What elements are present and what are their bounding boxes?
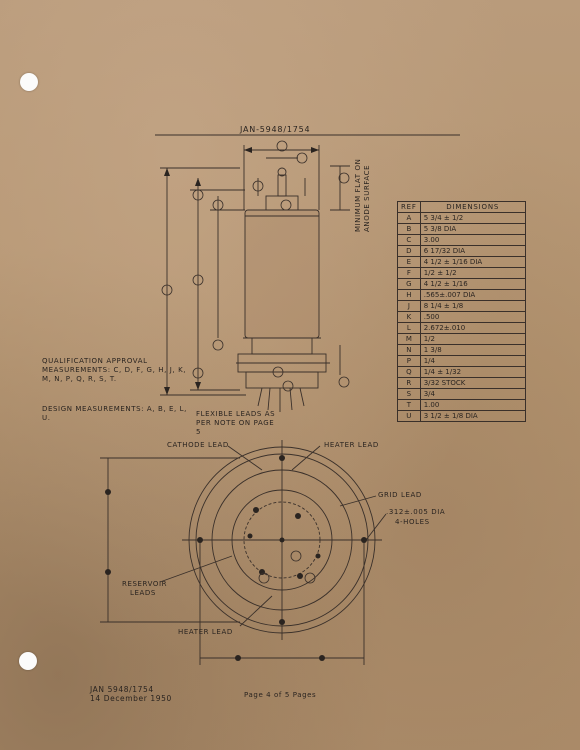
dimension-cell: 1 3/8	[419, 344, 526, 356]
dimension-cell: 4 1/2 ± 1/16 DIA	[419, 256, 526, 268]
ref-cell: C	[397, 234, 421, 246]
ref-cell: L	[397, 322, 421, 334]
cathode-lead-label: CATHODE LEAD	[167, 441, 229, 449]
dimension-cell: 5 3/8 DIA	[419, 223, 526, 235]
footer-part-number: JAN 5948/1754	[90, 685, 154, 694]
reservoir-leads-label: LEADS	[130, 589, 156, 597]
binder-hole-bottom	[19, 652, 37, 670]
ref-cell: D	[397, 245, 421, 257]
dimension-cell: 3.00	[419, 234, 526, 246]
holes-label: .312±.005 DIA	[386, 508, 446, 516]
ref-cell: K	[397, 311, 421, 323]
dimension-cell: 2.672±.010	[419, 322, 526, 334]
ref-cell: T	[397, 399, 421, 411]
ref-cell: F	[397, 267, 421, 279]
ref-cell: S	[397, 388, 421, 400]
holes-count-label: 4-HOLES	[395, 518, 430, 526]
dimension-cell: 1/4 ± 1/32	[419, 366, 526, 378]
table-header-row: REF DIMENSIONS	[397, 201, 526, 213]
grid-lead-label: GRID LEAD	[378, 491, 422, 499]
ref-cell: R	[397, 377, 421, 389]
dimension-cell: 4 1/2 ± 1/16	[419, 278, 526, 290]
footer-page: Page 4 of 5 Pages	[244, 691, 317, 699]
ref-cell: U	[397, 410, 421, 422]
footer-date: 14 December 1950	[90, 694, 172, 703]
binder-hole-top	[20, 73, 38, 91]
dimension-cell: .500	[419, 311, 526, 323]
flat-note: MINIMUM FLAT ON ANODE SURFACE	[354, 158, 371, 232]
ref-cell: B	[397, 223, 421, 235]
design-note: DESIGN MEASUREMENTS: A, B, E, L, U.	[42, 405, 188, 422]
table-row: H.565±.007 DIA	[397, 289, 526, 301]
ref-cell: A	[397, 212, 421, 224]
ref-cell: H	[397, 289, 421, 301]
reservoir-label: RESERVOIR	[122, 580, 168, 588]
dimension-cell: 1.00	[419, 399, 526, 411]
ref-cell: P	[397, 355, 421, 367]
dimensions-header: DIMENSIONS	[419, 201, 526, 213]
drawing-title: JAN-5948/1754	[240, 125, 311, 134]
dimension-cell: 3 1/2 ± 1/8 DIA	[419, 410, 526, 422]
dimension-cell: 6 17/32 DIA	[419, 245, 526, 257]
dimension-cell: 3/32 STOCK	[419, 377, 526, 389]
dimension-cell: 8 1/4 ± 1/8	[419, 300, 526, 312]
flexible-leads-note: FLEXIBLE LEADS AS PER NOTE ON PAGE 5	[196, 410, 276, 436]
ref-cell: N	[397, 344, 421, 356]
dimension-cell: 5 3/4 ± 1/2	[419, 212, 526, 224]
ref-cell: J	[397, 300, 421, 312]
ref-header: REF	[397, 201, 421, 213]
dimension-cell: 1/2 ± 1/2	[419, 267, 526, 279]
ref-cell: Q	[397, 366, 421, 378]
ref-cell: E	[397, 256, 421, 268]
dimension-cell: 1/2	[419, 333, 526, 345]
dimension-cell: .565±.007 DIA	[419, 289, 526, 301]
ref-cell: G	[397, 278, 421, 290]
heater-lead-bottom-label: HEATER LEAD	[178, 628, 233, 636]
qualification-note: QUALIFICATION APPROVAL MEASUREMENTS: C, …	[42, 357, 187, 383]
table-row: K.500	[397, 311, 526, 323]
dimension-cell: 3/4	[419, 388, 526, 400]
ref-cell: M	[397, 333, 421, 345]
dimension-cell: 1/4	[419, 355, 526, 367]
heater-lead-top-label: HEATER LEAD	[324, 441, 379, 449]
